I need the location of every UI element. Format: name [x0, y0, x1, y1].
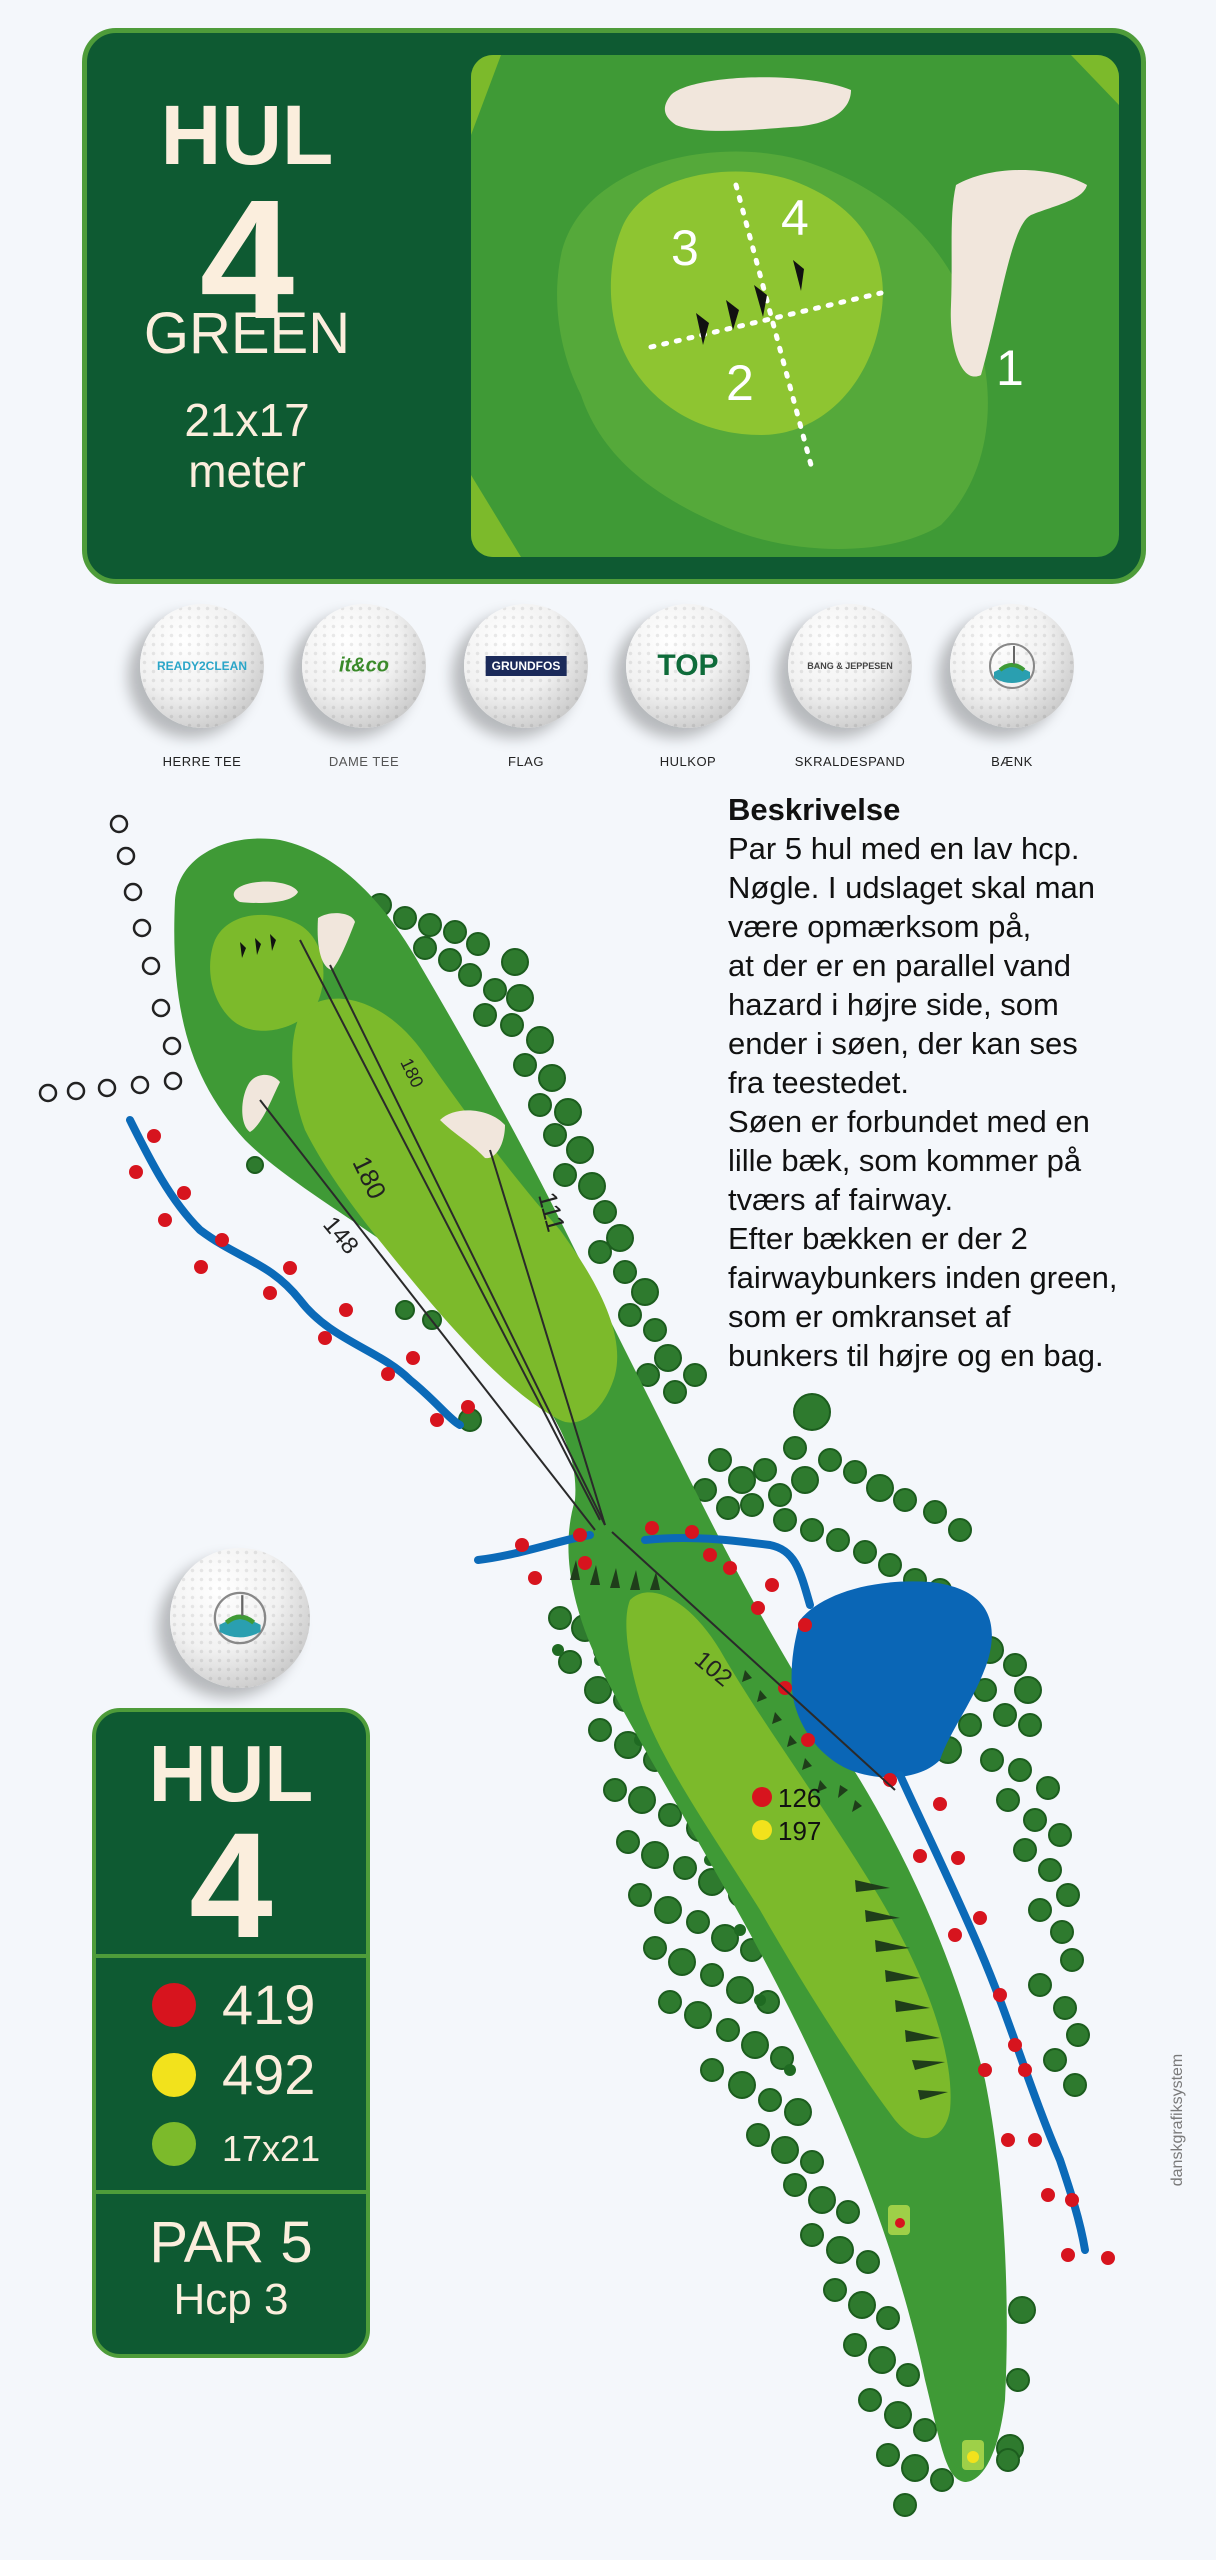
distance-lines	[259, 939, 896, 1791]
legend-label: FLAG	[508, 754, 544, 769]
legend-label: HULKOP	[659, 754, 717, 769]
description-title: Beskrivelse	[728, 792, 901, 827]
green-flags	[240, 934, 276, 958]
green-map-drawing: 1 2 3 4	[471, 55, 1119, 557]
hole-score-card: HUL 4 419 492 17x21 PAR 5 Hcp 3	[92, 1708, 370, 2358]
red-hazard-stakes	[129, 1129, 1115, 2265]
red-tee-dot-icon	[152, 1982, 196, 2027]
yellow-tee-length: 492	[222, 2043, 316, 2106]
green-dimensions: 21x17 meter	[87, 395, 407, 496]
pond	[791, 1581, 992, 1778]
hcp-value: Hcp 3	[173, 2275, 289, 2324]
green-dimensions-unit: meter	[188, 444, 306, 497]
legend-skraldespand: BANG & JEPPESEN SKRALDESPAND	[780, 604, 920, 769]
yellow-tee-dot-icon	[152, 2052, 196, 2097]
sponsor-logo-top: TOP	[657, 649, 719, 682]
red-tee-marker-icon	[895, 2218, 905, 2228]
sponsor-logo-bang-jeppesen: BANG & JEPPESEN	[807, 661, 893, 671]
golf-ball-icon	[170, 1548, 310, 1688]
red-tee-length: 419	[222, 1973, 316, 2036]
divider	[96, 1954, 366, 1958]
golf-ball-icon: it&co	[302, 604, 426, 728]
hole-description: Beskrivelse Par 5 hul med en lav hcp. Nø…	[728, 790, 1168, 1375]
hole-course-map: 180 180 111 148 102 126 197	[38, 814, 1115, 2517]
green-size-row: 17x21	[152, 2118, 320, 2170]
legend-label: BÆNK	[991, 754, 1033, 769]
slope-marks	[570, 1560, 948, 2100]
fairway-upper	[292, 998, 618, 1423]
credit: danskgrafiksystem	[1158, 2030, 1198, 2210]
fairway-lower	[626, 1592, 951, 2139]
pin-position-4: 4	[781, 190, 809, 246]
legend-label: SKRALDESPAND	[794, 754, 906, 769]
out-of-bounds-stakes	[38, 814, 183, 1103]
score-card-hole-word: HUL	[148, 1729, 314, 1818]
yellow-distance-marker-value: 197	[778, 1816, 821, 1846]
golf-ball-icon: BANG & JEPPESEN	[788, 604, 912, 728]
club-logo-ball	[170, 1548, 310, 1688]
legend-baenk: BÆNK	[942, 604, 1082, 769]
green-label: GREEN	[143, 301, 351, 366]
sponsor-logo-grundfos: GRUNDFOS	[485, 656, 567, 676]
legend-dame-tee: it&co DAME TEE	[294, 604, 434, 769]
sponsor-logo-itco: it&co	[339, 654, 389, 677]
green-size: 17x21	[222, 2128, 321, 2169]
red-tee-row: 419	[152, 1972, 315, 2037]
legend-hulkop: TOP HULKOP	[618, 604, 758, 769]
legend-label: HERRE TEE	[162, 754, 242, 769]
green-hole-word: HUL	[160, 88, 334, 182]
red-distance-marker-icon	[752, 1787, 772, 1807]
green-detail-panel: HUL 4 GREEN 21x17 meter 1 2 3 4	[82, 28, 1146, 584]
yellow-distance-marker-icon	[752, 1820, 772, 1840]
sponsor-logo-ready2clean: READY2CLEAN	[156, 659, 248, 673]
red-distance-marker-value: 126	[778, 1783, 821, 1813]
divider	[96, 2190, 366, 2194]
golf-club-logo-icon	[213, 1591, 267, 1645]
legend-label: DAME TEE	[328, 754, 400, 769]
green-hole-number: 4	[199, 165, 295, 355]
credit-text: danskgrafiksystem	[1169, 2053, 1186, 2187]
yellow-tee-row: 492	[152, 2042, 315, 2107]
golf-ball-icon	[950, 604, 1074, 728]
golf-ball-icon: READY2CLEAN	[140, 604, 264, 728]
green-size-dot-icon	[152, 2122, 196, 2166]
description-text: Par 5 hul med en lav hcp. Nøgle. I udsla…	[728, 831, 1118, 1373]
pin-position-2: 2	[726, 355, 754, 411]
pin-position-3: 3	[671, 220, 699, 276]
golf-ball-icon: GRUNDFOS	[464, 604, 588, 728]
legend-flag: GRUNDFOS FLAG	[456, 604, 596, 769]
legend-herre-tee: READY2CLEAN HERRE TEE	[132, 604, 272, 769]
pin-position-1: 1	[996, 340, 1024, 396]
golf-club-logo-icon	[989, 643, 1035, 689]
score-card-hole-number: 4	[189, 1801, 273, 1969]
golf-ball-icon: TOP	[626, 604, 750, 728]
bunkers	[233, 881, 505, 1159]
par-value: PAR 5	[149, 2210, 313, 2275]
green-map: 1 2 3 4	[471, 55, 1119, 557]
trees	[246, 893, 1090, 2517]
green	[210, 914, 324, 1031]
green-dimensions-size: 21x17	[184, 394, 310, 446]
yellow-tee-marker-icon	[967, 2451, 979, 2463]
